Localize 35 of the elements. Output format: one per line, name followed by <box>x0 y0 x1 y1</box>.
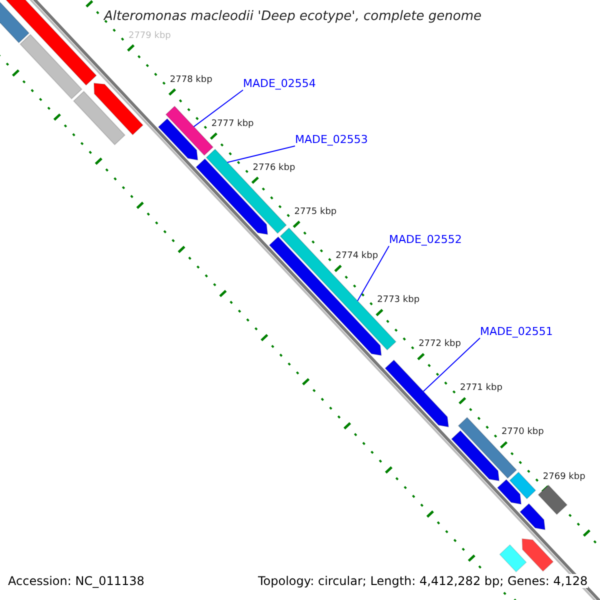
scale-label: 2779 kbp <box>128 30 171 42</box>
title: Alteromonas macleodii 'Deep ecotype', complete genome <box>104 9 482 24</box>
gene-feature <box>0 0 30 44</box>
scale-label: 2776 kbp <box>252 162 296 174</box>
gene-feature <box>509 472 536 500</box>
accession-text: Accession: NC_011138 <box>8 574 144 588</box>
scale-label: 2769 kbp <box>542 472 586 483</box>
gene-feature <box>499 544 527 573</box>
leader-line <box>193 90 244 128</box>
gene-label: MADE_02554 <box>243 77 316 90</box>
gene-feature <box>522 538 554 572</box>
gene-label: MADE_02553 <box>295 133 368 146</box>
leader-line <box>357 246 390 302</box>
gene-feature <box>72 90 126 146</box>
gene-feature <box>165 106 214 156</box>
scale-label: 2773 kbp <box>377 295 420 306</box>
gene-feature <box>20 34 82 100</box>
gene-label: MADE_02551 <box>480 325 553 338</box>
scale-label: 2775 kbp <box>294 206 337 218</box>
scale-label: 2777 kbp <box>211 118 254 130</box>
gene-label: MADE_02552 <box>389 233 462 246</box>
gene-feature <box>158 118 198 161</box>
scale-label: 2772 kbp <box>418 339 461 350</box>
scale-label: 2771 kbp <box>460 383 502 394</box>
scale-label: 2774 kbp <box>336 251 378 262</box>
gene-feature <box>450 430 500 482</box>
gene-feature <box>93 82 144 136</box>
scale-label: 2770 kbp <box>501 427 544 438</box>
gene-feature <box>538 484 568 516</box>
scale-label: 2778 kbp <box>170 74 212 86</box>
gene-feature <box>384 359 450 428</box>
gene-feature <box>519 503 546 530</box>
leader-line <box>422 338 480 392</box>
genome-info-text: Topology: circular; Length: 4,412,282 bp; Genes: 4,128 <box>258 574 588 588</box>
gene-feature <box>496 478 522 505</box>
